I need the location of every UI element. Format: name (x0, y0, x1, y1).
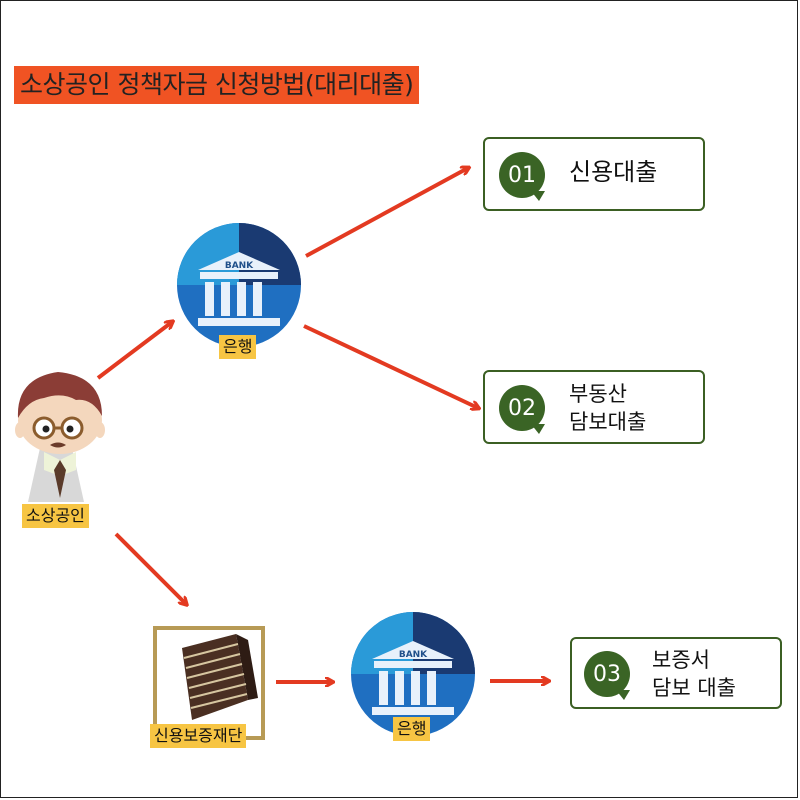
bank-label-top: 은행 (219, 335, 257, 359)
result-box-real-estate-loan: 02 부동산 담보대출 (483, 370, 705, 444)
step-badge-03: 03 (584, 651, 630, 697)
result-label-guarantee-line1: 보증서 (652, 648, 710, 672)
step-badge-02: 02 (499, 385, 545, 431)
foundation-label: 신용보증재단 (150, 724, 247, 748)
page-title: 소상공인 정책자금 신청방법(대리대출) (14, 66, 420, 104)
arrow-person-to-bank (96, 322, 172, 380)
bank-sign-text-top: BANK (225, 261, 254, 271)
badge-tail (531, 424, 545, 434)
step-badge-01: 01 (499, 152, 545, 198)
bank-label-bottom: 은행 (393, 717, 431, 741)
result-label-real-estate-line1: 부동산 (569, 382, 627, 406)
bank-icon-top: BANK (177, 223, 301, 347)
result-box-guarantee-loan: 03 보증서 담보 대출 (570, 637, 782, 709)
bank-icon-bottom: BANK (351, 612, 475, 736)
result-label-credit-loan: 신용대출 (569, 158, 658, 186)
arrow-person-to-foundation (114, 532, 186, 604)
business-owner-label: 소상공인 (22, 504, 89, 528)
building-icon (153, 626, 265, 740)
arrow-bank-to-real-estate-loan (303, 324, 478, 408)
badge-tail (531, 191, 545, 201)
result-box-credit-loan: 01 신용대출 (483, 137, 705, 211)
bank-sign-text-bottom: BANK (399, 650, 428, 660)
badge-tail (616, 690, 630, 700)
arrow-bank-to-credit-loan (305, 168, 468, 258)
result-label-guarantee-line2: 담보 대출 (652, 676, 736, 700)
business-owner-icon (15, 372, 105, 502)
result-label-real-estate-line2: 담보대출 (569, 410, 647, 434)
